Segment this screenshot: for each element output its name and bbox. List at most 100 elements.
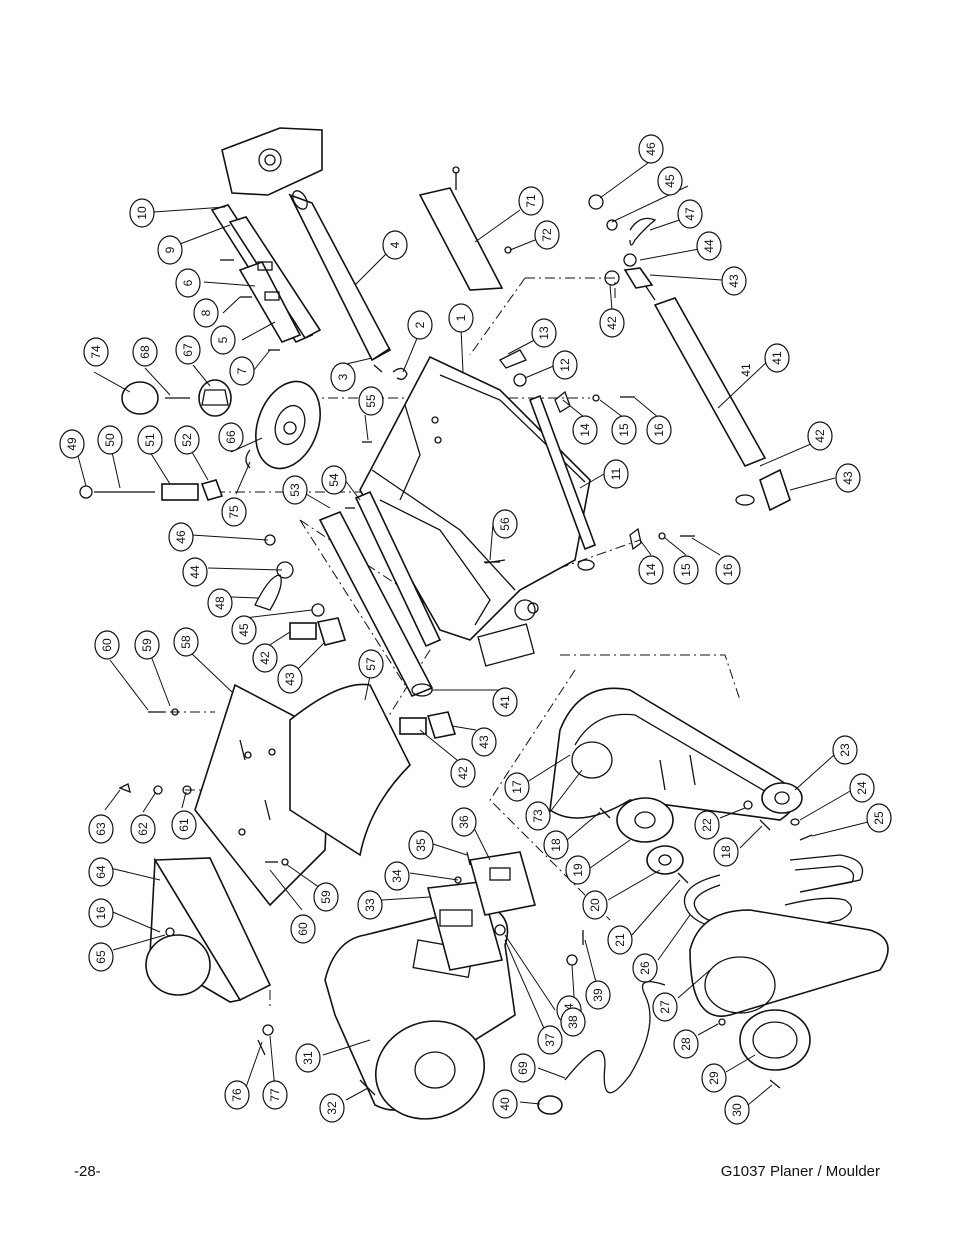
callout: 43 — [721, 266, 747, 296]
svg-text:33: 33 — [363, 898, 377, 912]
svg-text:71: 71 — [524, 194, 538, 208]
callout: 41 — [739, 363, 753, 377]
svg-text:48: 48 — [213, 596, 227, 610]
callout: 45 — [231, 615, 257, 645]
callout: 23 — [832, 735, 858, 765]
callout: 55 — [358, 386, 384, 416]
callout: 64 — [88, 857, 114, 887]
callout: 60 — [290, 914, 316, 944]
svg-text:7: 7 — [235, 367, 249, 374]
callout: 72 — [534, 220, 560, 250]
svg-text:34: 34 — [390, 869, 404, 883]
callout: 14 — [572, 415, 598, 445]
svg-text:64: 64 — [94, 865, 108, 879]
callout: 46 — [638, 134, 664, 164]
svg-text:38: 38 — [566, 1015, 580, 1029]
callout: 48 — [207, 588, 233, 618]
svg-text:53: 53 — [288, 483, 302, 497]
svg-text:62: 62 — [136, 822, 150, 836]
svg-text:16: 16 — [721, 563, 735, 577]
callout: 36 — [451, 807, 477, 837]
callout: 76 — [224, 1080, 250, 1110]
svg-text:39: 39 — [591, 988, 605, 1002]
callout: 32 — [319, 1093, 345, 1123]
svg-text:60: 60 — [296, 922, 310, 936]
svg-text:28: 28 — [679, 1037, 693, 1051]
svg-text:37: 37 — [543, 1033, 557, 1047]
svg-text:11: 11 — [609, 467, 623, 480]
callout: 38 — [560, 1007, 586, 1037]
svg-text:67: 67 — [181, 343, 195, 357]
svg-text:43: 43 — [283, 672, 297, 686]
callout: 16 — [646, 415, 672, 445]
callout: 74 — [83, 337, 109, 367]
callout: 2 — [407, 310, 433, 340]
svg-text:61: 61 — [177, 818, 191, 832]
callout: 43 — [471, 727, 497, 757]
callouts: 1 2 3 4 5 6 7 8 9 10 11 12 13 14 15 16 1… — [59, 134, 892, 1125]
callout: 41 — [492, 687, 518, 717]
svg-text:3: 3 — [336, 373, 350, 380]
callout: 47 — [677, 199, 703, 229]
svg-text:46: 46 — [174, 530, 188, 544]
svg-text:55: 55 — [364, 394, 378, 408]
callout: 16 — [88, 898, 114, 928]
svg-text:35: 35 — [414, 838, 428, 852]
svg-text:57: 57 — [364, 657, 378, 671]
callout: 61 — [171, 810, 197, 840]
callout: 29 — [701, 1063, 727, 1093]
svg-text:2: 2 — [413, 321, 427, 328]
svg-text:59: 59 — [140, 638, 154, 652]
callout: 18 — [543, 830, 569, 860]
svg-text:1: 1 — [454, 314, 468, 321]
svg-text:41: 41 — [498, 695, 512, 709]
svg-text:27: 27 — [658, 1000, 672, 1014]
callout: 30 — [724, 1095, 750, 1125]
svg-text:42: 42 — [456, 766, 470, 780]
svg-text:45: 45 — [237, 623, 251, 637]
callout: 15 — [673, 555, 699, 585]
svg-text:24: 24 — [855, 781, 869, 795]
callout: 24 — [849, 773, 875, 803]
callout: 56 — [492, 509, 518, 539]
callout: 73 — [525, 801, 551, 831]
svg-text:8: 8 — [199, 309, 213, 316]
callout: 42 — [252, 643, 278, 673]
callout: 41 — [764, 343, 790, 373]
svg-text:26: 26 — [638, 961, 652, 975]
svg-text:66: 66 — [224, 430, 238, 444]
svg-text:23: 23 — [838, 743, 852, 757]
svg-text:31: 31 — [301, 1051, 315, 1065]
svg-text:46: 46 — [644, 142, 658, 156]
svg-text:29: 29 — [707, 1071, 721, 1085]
svg-text:75: 75 — [227, 505, 241, 519]
svg-text:51: 51 — [143, 433, 157, 447]
callout: 33 — [357, 890, 383, 920]
svg-text:18: 18 — [719, 845, 733, 859]
callout: 42 — [450, 758, 476, 788]
callout: 39 — [585, 980, 611, 1010]
callout: 9 — [157, 235, 183, 265]
callout: 37 — [537, 1025, 563, 1055]
callout: 16 — [715, 555, 741, 585]
svg-text:43: 43 — [841, 471, 855, 485]
svg-text:45: 45 — [663, 174, 677, 188]
callout: 58 — [173, 627, 199, 657]
callout: 67 — [175, 335, 201, 365]
callout: 65 — [88, 942, 114, 972]
callout: 40 — [492, 1089, 518, 1119]
svg-text:44: 44 — [188, 565, 202, 579]
svg-text:63: 63 — [94, 822, 108, 836]
callout: 51 — [137, 425, 163, 455]
svg-text:69: 69 — [516, 1061, 530, 1075]
callout: 42 — [599, 308, 625, 338]
svg-text:15: 15 — [679, 563, 693, 577]
callout: 44 — [182, 557, 208, 587]
callout: 13 — [531, 318, 557, 348]
parts-artwork — [79, 127, 889, 1120]
callout: 21 — [607, 925, 633, 955]
callout: 71 — [518, 186, 544, 216]
callout: 42 — [807, 421, 833, 451]
svg-text:12: 12 — [558, 358, 572, 372]
callout: 63 — [88, 814, 114, 844]
